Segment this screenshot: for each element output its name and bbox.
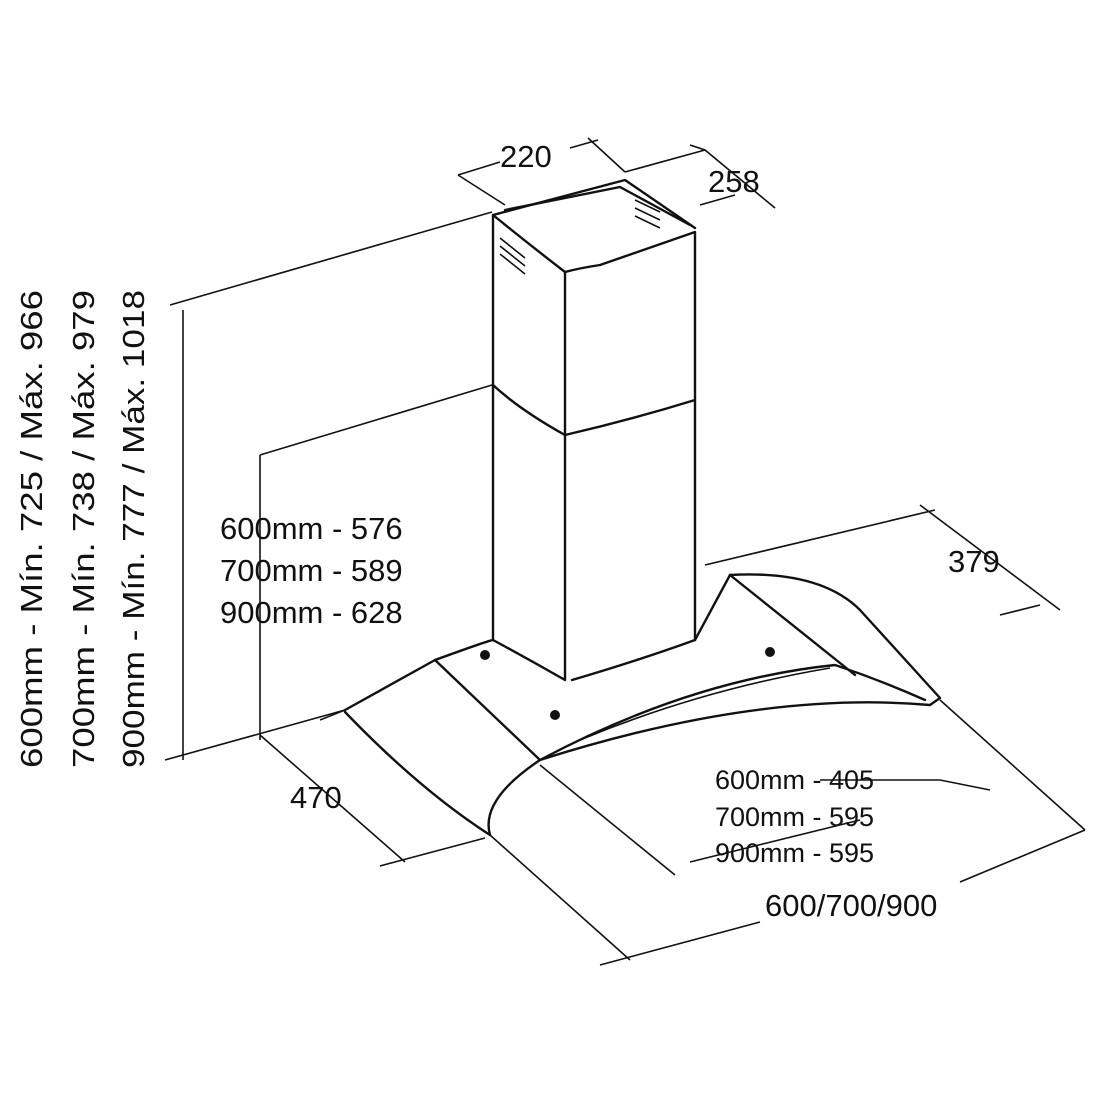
- hood-canopy: [343, 573, 942, 837]
- chimney-height-700: 700mm - 589: [220, 553, 403, 588]
- dimension-lines: [164, 137, 1086, 966]
- front-width-600: 600mm - 405: [715, 765, 874, 795]
- total-width-label: 600/700/900: [765, 888, 937, 923]
- total-height-700: 700mm - Mín. 738 / Máx. 979: [66, 290, 101, 768]
- chimney-height-600: 600mm - 576: [220, 511, 403, 546]
- chimney-width-label: 220: [500, 139, 552, 174]
- front-width-900: 900mm - 595: [715, 838, 874, 868]
- screw-icon: [550, 710, 560, 720]
- front-width-700: 700mm - 595: [715, 802, 874, 832]
- chimney: [491, 178, 697, 682]
- hood-depth-side-label: 470: [290, 780, 342, 815]
- chimney-depth-label: 258: [708, 164, 760, 199]
- screw-icon: [765, 647, 775, 657]
- total-height-600: 600mm - Mín. 725 / Máx. 966: [14, 290, 49, 768]
- screw-icon: [480, 650, 490, 660]
- total-height-900: 900mm - Mín. 777 / Máx. 1018: [116, 290, 151, 768]
- chimney-height-900: 900mm - 628: [220, 595, 403, 630]
- hood-depth-back-label: 379: [948, 544, 1000, 579]
